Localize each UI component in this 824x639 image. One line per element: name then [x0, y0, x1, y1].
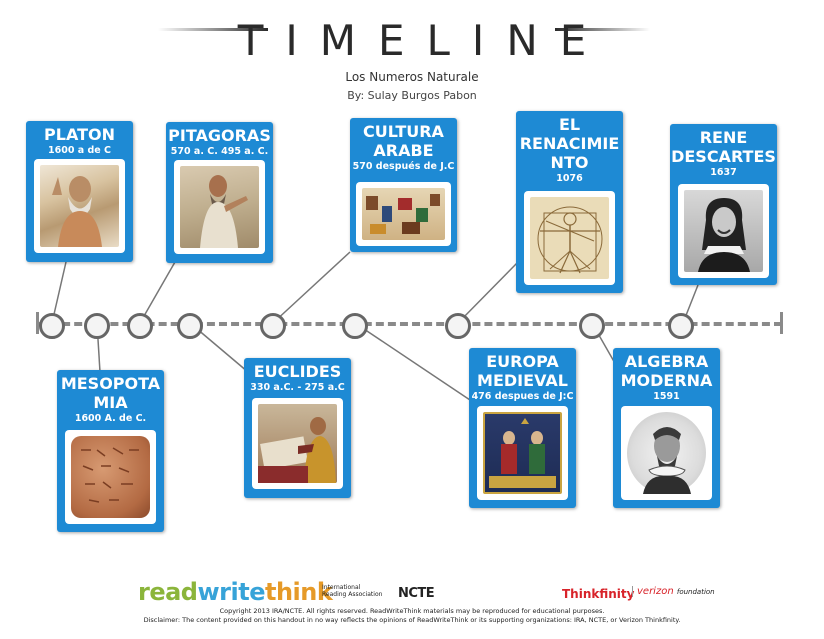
portrait-icon [684, 190, 763, 272]
event-title: EUCLIDES [253, 362, 342, 381]
timeline-node-renacimiento[interactable] [445, 313, 471, 339]
header: TIMELINE Los Numeros Naturale By: Sulay … [0, 0, 824, 110]
vitruvian-icon [530, 197, 609, 279]
event-title: EL RENACIMIE NTO [519, 115, 620, 172]
title-decor-right [555, 28, 650, 31]
event-date: 1600 A. de C. [74, 413, 147, 424]
timeline-node-europa-medieval[interactable] [342, 313, 368, 339]
timeline-node-platon[interactable] [39, 313, 65, 339]
event-card-mesopotamia[interactable]: MESOPOTA MIA 1600 A. de C. [57, 370, 164, 532]
portrait-icon [40, 165, 119, 247]
event-image-frame [477, 406, 568, 500]
event-card-rene-descartes[interactable]: RENE DESCARTES 1637 [670, 124, 777, 285]
event-image-frame [356, 182, 451, 246]
event-date: 1600 a de C [48, 145, 111, 156]
event-title: MESOPOTA MIA [60, 374, 161, 412]
event-image-frame [65, 430, 156, 524]
timeline-axis [38, 322, 782, 326]
event-image-frame [252, 398, 343, 489]
connector-renacimiento [457, 261, 519, 324]
connector-europa-medieval [354, 322, 471, 401]
timeline-node-pitagoras[interactable] [127, 313, 153, 339]
event-card-pitagoras[interactable]: PITAGORAS 570 a. C. 495 a. C. [166, 122, 273, 263]
clay-tablet-icon [71, 436, 150, 518]
timeline-node-cultura-arabe[interactable] [260, 313, 286, 339]
timeline-node-algebra-moderna[interactable] [579, 313, 605, 339]
event-date: 330 a.C. - 275 a.C [250, 382, 345, 393]
connector-pitagoras [139, 261, 176, 324]
event-image-frame [34, 159, 125, 253]
event-card-platon[interactable]: PLATON 1600 a de C [26, 121, 133, 262]
manuscript-icon [483, 412, 562, 494]
event-card-renacimiento[interactable]: EL RENACIMIE NTO 1076 [516, 111, 623, 293]
axis-end-tick [780, 312, 783, 334]
event-card-euclides[interactable]: EUCLIDES 330 a.C. - 275 a.C [244, 358, 351, 498]
timeline-node-euclides[interactable] [177, 313, 203, 339]
event-image-frame [174, 160, 265, 254]
event-image-frame [678, 184, 769, 278]
axis-start-tick [36, 312, 39, 334]
thinkfinity-logo[interactable]: Thinkfinity [562, 587, 635, 601]
event-date: 1591 [653, 391, 680, 402]
event-date: 1637 [710, 167, 737, 178]
timeline-node-rene-descartes[interactable] [668, 313, 694, 339]
event-card-cultura-arabe[interactable]: CULTURA ARABE 570 después de J.C [350, 118, 457, 252]
timeline-node-mesopotamia[interactable] [84, 313, 110, 339]
event-title: CULTURA ARABE [363, 122, 444, 160]
page-subtitle: Los Numeros Naturale [345, 70, 479, 84]
event-date: 570 después de J.C [352, 161, 455, 172]
disclaimer-text: Disclaimer: The content provided on this… [143, 616, 681, 624]
event-title: PITAGORAS [168, 126, 271, 145]
connector-cultura-arabe [272, 251, 351, 324]
event-image-frame [524, 191, 615, 285]
page-title: TIMELINE [237, 16, 609, 65]
copyright-text: Copyright 2013 IRA/NCTE. All rights rese… [219, 607, 605, 615]
portrait-icon [180, 166, 259, 248]
event-image-frame [621, 406, 712, 500]
event-title: ALGEBRA MODERNA [620, 352, 713, 390]
ncte-logo[interactable]: NCTE [398, 586, 435, 601]
event-card-europa-medieval[interactable]: EUROPA MEDIEVAL 476 despues de J:C [469, 348, 576, 508]
event-card-algebra-moderna[interactable]: ALGEBRA MODERNA 1591 [613, 348, 720, 508]
painting-icon [362, 188, 445, 240]
painting-icon [258, 404, 337, 483]
connector-platon [51, 261, 67, 324]
event-date: 570 a. C. 495 a. C. [170, 146, 269, 157]
event-title: PLATON [44, 125, 115, 144]
event-title: RENE DESCARTES [671, 128, 776, 166]
verizon-foundation-logo[interactable]: verizon foundation [632, 586, 715, 597]
event-date: 476 despues de J:C [471, 391, 574, 402]
portrait-icon [627, 412, 706, 494]
author-byline: By: Sulay Burgos Pabon [347, 89, 477, 102]
event-title: EUROPA MEDIEVAL [477, 352, 568, 390]
event-date: 1076 [556, 173, 583, 184]
readwritethink-logo[interactable]: readwritethink [138, 578, 333, 606]
title-decor-left [158, 28, 268, 31]
